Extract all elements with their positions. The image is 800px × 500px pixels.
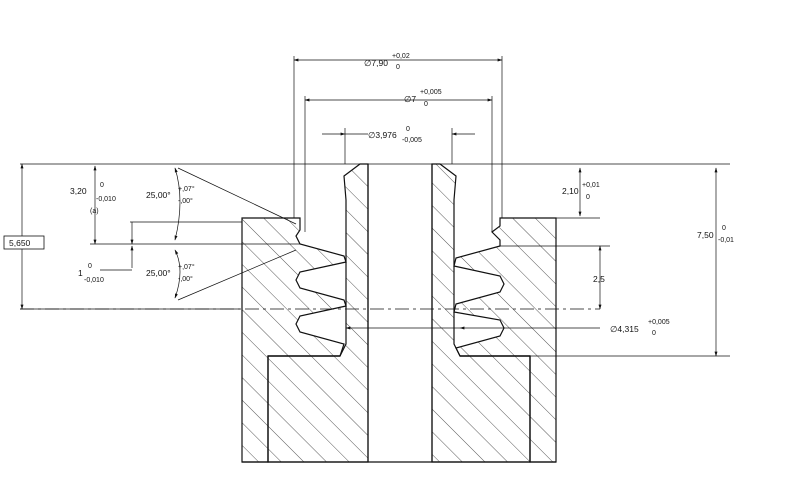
depth-top-upper: 0 bbox=[100, 182, 104, 189]
angle-upper-tol-lower: -,00° bbox=[178, 197, 193, 205]
depth-top-note: (a) bbox=[90, 208, 99, 215]
thread-diameter-label: ∅4,315 bbox=[610, 324, 639, 334]
dimension-labels: ∅7,90 +0,02 0 ∅7 +0,005 0 ∅3,976 0 -0,00… bbox=[3, 53, 734, 337]
collar-height-upper: +0,01 bbox=[582, 182, 600, 189]
thread-diameter-upper: +0,005 bbox=[648, 319, 670, 326]
depth-top-label: 3,20 bbox=[70, 186, 87, 196]
outer-diameter-upper: +0,02 bbox=[392, 53, 410, 60]
inner-diameter-upper: +0,005 bbox=[420, 89, 442, 96]
inner-diameter-lower: 0 bbox=[424, 101, 428, 108]
outer-diameter-label: ∅7,90 bbox=[364, 58, 388, 68]
total-height-label: 7,50 bbox=[697, 230, 714, 240]
reference-height-label: 5,650 bbox=[9, 238, 31, 248]
dimension-lines bbox=[20, 56, 730, 357]
thread-diameter-lower: 0 bbox=[652, 330, 656, 337]
total-height-upper: 0 bbox=[722, 225, 726, 232]
collar-height-lower: 0 bbox=[586, 194, 590, 201]
bore-diameter-upper: 0 bbox=[406, 126, 410, 133]
depth-top-lower: -0,010 bbox=[96, 196, 116, 203]
angle-upper-label: 25,00° bbox=[146, 190, 171, 200]
outer-diameter-lower: 0 bbox=[396, 64, 400, 71]
bore-diameter-lower: -0,005 bbox=[402, 137, 422, 144]
total-height-lower: -0,01 bbox=[718, 237, 734, 244]
inner-diameter-label: ∅7 bbox=[404, 94, 416, 104]
reference-box bbox=[3, 235, 45, 250]
collar-height-label: 2,10 bbox=[562, 186, 579, 196]
angle-lower-label: 25,00° bbox=[146, 268, 171, 278]
angle-lower-tol-lower: -,00° bbox=[178, 275, 193, 283]
depth-step-lower: -0,010 bbox=[84, 277, 104, 284]
bore-diameter-label: ∅3,976 bbox=[368, 130, 397, 140]
angle-lower-tol-upper: +,07° bbox=[178, 263, 195, 271]
pitch-label: 2,5 bbox=[593, 274, 605, 284]
depth-step-label: 1 bbox=[78, 268, 83, 278]
depth-step-upper: 0 bbox=[88, 263, 92, 270]
angle-upper-tol-upper: +,07° bbox=[178, 185, 195, 193]
part-body bbox=[20, 163, 600, 463]
